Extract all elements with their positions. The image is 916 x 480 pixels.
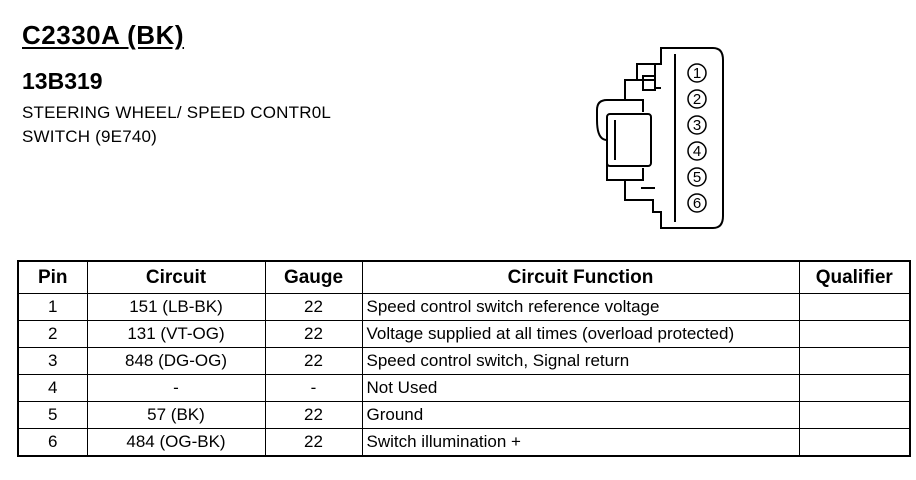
cell-gauge: 22 [264, 401, 363, 429]
cell-gauge: - [264, 374, 363, 402]
svg-text:2: 2 [693, 91, 701, 108]
part-number: 13B319 [22, 68, 103, 94]
cell-circuit: 484 (OG-BK) [86, 428, 266, 457]
cell-circuit: 151 (LB-BK) [86, 293, 266, 321]
pin-5-marker: 5 [687, 167, 707, 187]
cell-qualifier [798, 428, 911, 457]
svg-text:6: 6 [693, 195, 701, 212]
svg-text:3: 3 [693, 117, 701, 134]
cell-pin: 1 [17, 293, 88, 321]
connector-housing-outline [596, 47, 724, 229]
header-gauge: Gauge [264, 260, 363, 294]
connector-face-diagram: 1 2 3 4 5 6 [596, 47, 724, 229]
cell-circuit: 57 (BK) [86, 401, 266, 429]
svg-text:5: 5 [693, 169, 701, 186]
cell-gauge: 22 [264, 320, 363, 348]
pinout-table: Pin Circuit Gauge Circuit Function Quali… [17, 260, 911, 457]
header-pin: Pin [17, 260, 88, 294]
header-circuit: Circuit [86, 260, 266, 294]
cell-qualifier [798, 320, 911, 348]
cell-function: Switch illumination + [361, 428, 800, 457]
cell-circuit: 131 (VT-OG) [86, 320, 266, 348]
cell-qualifier [798, 374, 911, 402]
pin-1-marker: 1 [687, 63, 707, 83]
table-row: 4 - - Not Used [17, 374, 911, 402]
cell-pin: 2 [17, 320, 88, 348]
pin-2-marker: 2 [687, 89, 707, 109]
table-header-row: Pin Circuit Gauge Circuit Function Quali… [17, 260, 911, 294]
cell-gauge: 22 [264, 428, 363, 457]
svg-text:1: 1 [693, 65, 701, 82]
cell-pin: 5 [17, 401, 88, 429]
table-row: 3 848 (DG-OG) 22 Speed control switch, S… [17, 347, 911, 375]
cell-qualifier [798, 401, 911, 429]
header-circuit-function: Circuit Function [361, 260, 800, 294]
cell-circuit: - [86, 374, 266, 402]
pin-3-marker: 3 [687, 115, 707, 135]
table-row: 6 484 (OG-BK) 22 Switch illumination + [17, 428, 911, 457]
cell-function: Voltage supplied at all times (overload … [361, 320, 800, 348]
cell-pin: 4 [17, 374, 88, 402]
connector-key [642, 75, 656, 91]
cell-qualifier [798, 347, 911, 375]
table-row: 5 57 (BK) 22 Ground [17, 401, 911, 429]
cell-gauge: 22 [264, 347, 363, 375]
connector-pin-labels: 1 2 3 4 5 6 [687, 63, 707, 213]
connector-latch [606, 113, 652, 167]
table-row: 1 151 (LB-BK) 22 Speed control switch re… [17, 293, 911, 321]
cell-function: Speed control switch, Signal return [361, 347, 800, 375]
table-row: 2 131 (VT-OG) 22 Voltage supplied at all… [17, 320, 911, 348]
cell-function: Ground [361, 401, 800, 429]
cell-pin: 3 [17, 347, 88, 375]
cell-pin: 6 [17, 428, 88, 457]
cell-function: Speed control switch reference voltage [361, 293, 800, 321]
description-line-2: SWITCH (9E740) [22, 127, 158, 146]
svg-text:4: 4 [693, 143, 701, 160]
pin-4-marker: 4 [687, 141, 707, 161]
header-qualifier: Qualifier [798, 260, 911, 294]
description-line-1: STEERING WHEEL/ SPEED CONTR0L [22, 103, 332, 122]
cell-function: Not Used [361, 374, 800, 402]
cell-circuit: 848 (DG-OG) [86, 347, 266, 375]
cell-gauge: 22 [264, 293, 363, 321]
pin-6-marker: 6 [687, 193, 707, 213]
connector-id-title: C2330A (BK) [22, 20, 185, 50]
cell-qualifier [798, 293, 911, 321]
